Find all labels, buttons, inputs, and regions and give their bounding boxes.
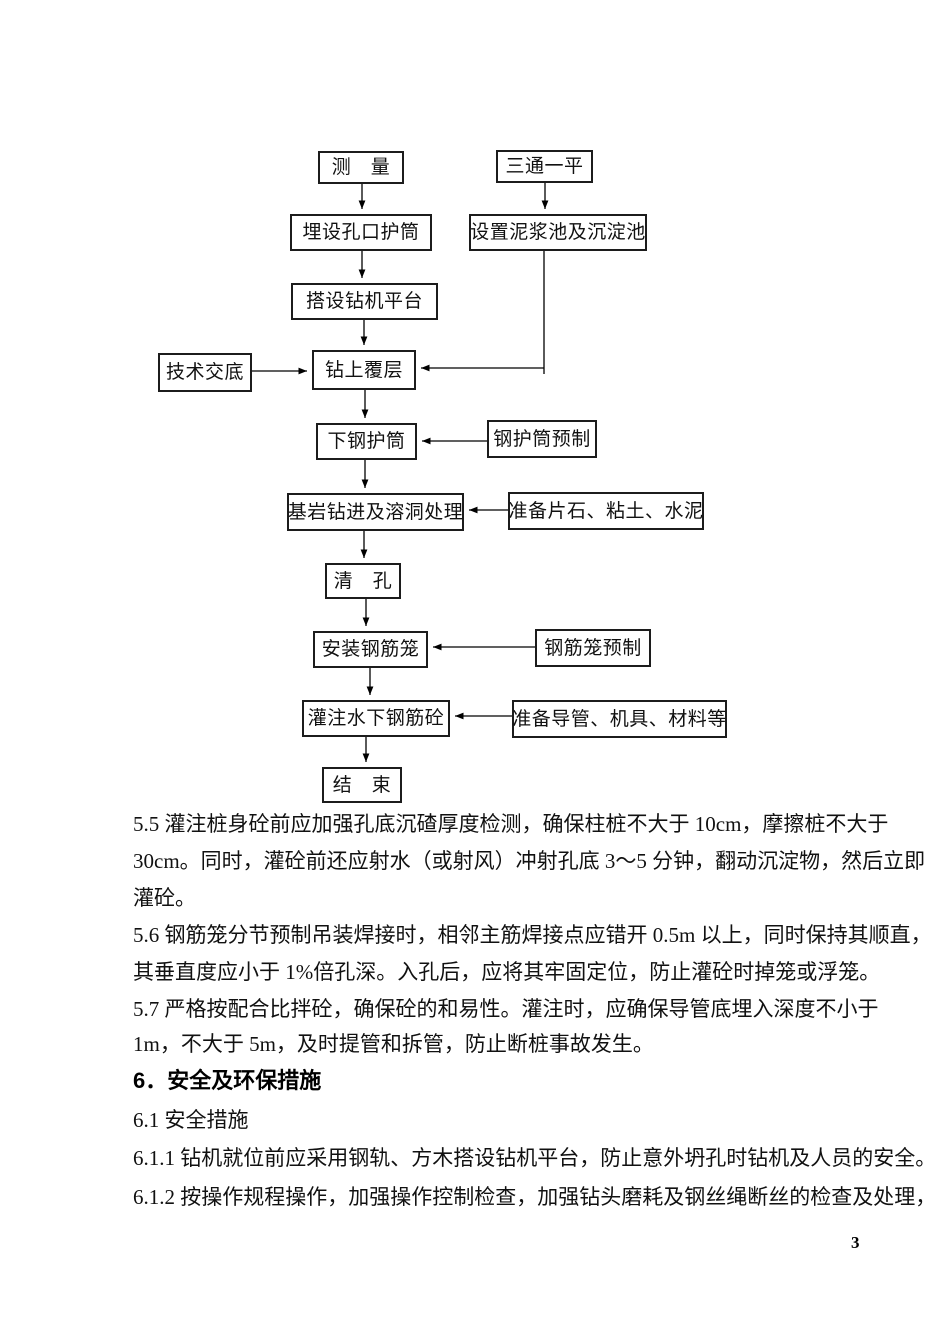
process-flowchart: 测 量 三通一平 埋设孔口护筒 设置泥浆池及沉淀池 搭设钻机平台 技术交底 钻上… — [158, 150, 727, 803]
flow-node-install-rebar-cage: 安装钢筋笼 — [313, 631, 428, 668]
flow-node-three-supplies-one-level: 三通一平 — [496, 150, 593, 183]
paragraph-5-7-line-1: 5.7 严格按配合比拌砼，确保砼的和易性。灌注时，应确保导管底埋入深度不小于 — [133, 997, 879, 1021]
flow-node-prepare-conduit-tools: 准备导管、机具、材料等 — [512, 700, 727, 738]
flow-node-measure: 测 量 — [318, 151, 404, 184]
section-6-1-subheading: 6.1 安全措施 — [133, 1108, 249, 1132]
flow-node-clean-hole: 清 孔 — [325, 563, 401, 599]
flow-node-pour-underwater-concrete: 灌注水下钢筋砼 — [302, 700, 450, 737]
paragraph-6-1-2: 6.1.2 按操作规程操作，加强操作控制检查，加强钻头磨耗及钢丝绳断丝的检查及处… — [133, 1185, 937, 1209]
flow-node-casing-prefab: 钢护筒预制 — [487, 420, 597, 458]
flow-node-prepare-stone-clay-cement: 准备片石、粘土、水泥 — [508, 492, 704, 530]
flow-node-lower-steel-casing: 下钢护筒 — [316, 423, 417, 460]
paragraph-6-1-1: 6.1.1 钻机就位前应采用钢轨、方木搭设钻机平台，防止意外坍孔时钻机及人员的安… — [133, 1146, 937, 1170]
body-text: 5.5 灌注桩身砼前应加强孔底沉碴厚度检测，确保柱桩不大于 10cm，摩擦桩不大… — [133, 806, 937, 1217]
flow-node-bedrock-drilling-karst: 基岩钻进及溶洞处理 — [287, 493, 464, 531]
flow-node-tech-disclosure: 技术交底 — [158, 353, 252, 392]
paragraph-5-6-line-1: 5.6 钢筋笼分节预制吊装焊接时，相邻主筋焊接点应错开 0.5m 以上，同时保持… — [133, 923, 932, 947]
flow-node-cage-prefab: 钢筋笼预制 — [535, 629, 651, 667]
flow-node-rig-platform: 搭设钻机平台 — [291, 283, 438, 320]
flowchart-arrows — [252, 183, 549, 762]
paragraph-5-5-line-2: 30cm。同时，灌砼前还应射水（或射风）冲射孔底 3～5 分钟，翻动沉淀物，然后… — [133, 849, 926, 873]
paragraph-5-5-line-1: 5.5 灌注桩身砼前应加强孔底沉碴厚度检测，确保柱桩不大于 10cm，摩擦桩不大… — [133, 812, 889, 836]
flow-node-finish: 结 束 — [322, 767, 402, 803]
flow-node-drill-overburden: 钻上覆层 — [312, 350, 416, 390]
section-6-heading: 6．安全及环保措施 — [133, 1068, 322, 1093]
flow-node-bury-mouth-casing: 埋设孔口护筒 — [290, 214, 432, 251]
flow-node-mud-sediment-pools: 设置泥浆池及沉淀池 — [469, 214, 647, 251]
paragraph-5-6-line-2: 其垂直度应小于 1%倍孔深。入孔后，应将其牢固定位，防止灌砼时掉笼或浮笼。 — [133, 960, 881, 984]
page-number: 3 — [851, 1233, 860, 1252]
paragraph-5-7-line-2: 1m，不大于 5m，及时提管和拆管，防止断桩事故发生。 — [133, 1032, 654, 1056]
paragraph-5-5-line-3: 灌砼。 — [133, 886, 196, 910]
